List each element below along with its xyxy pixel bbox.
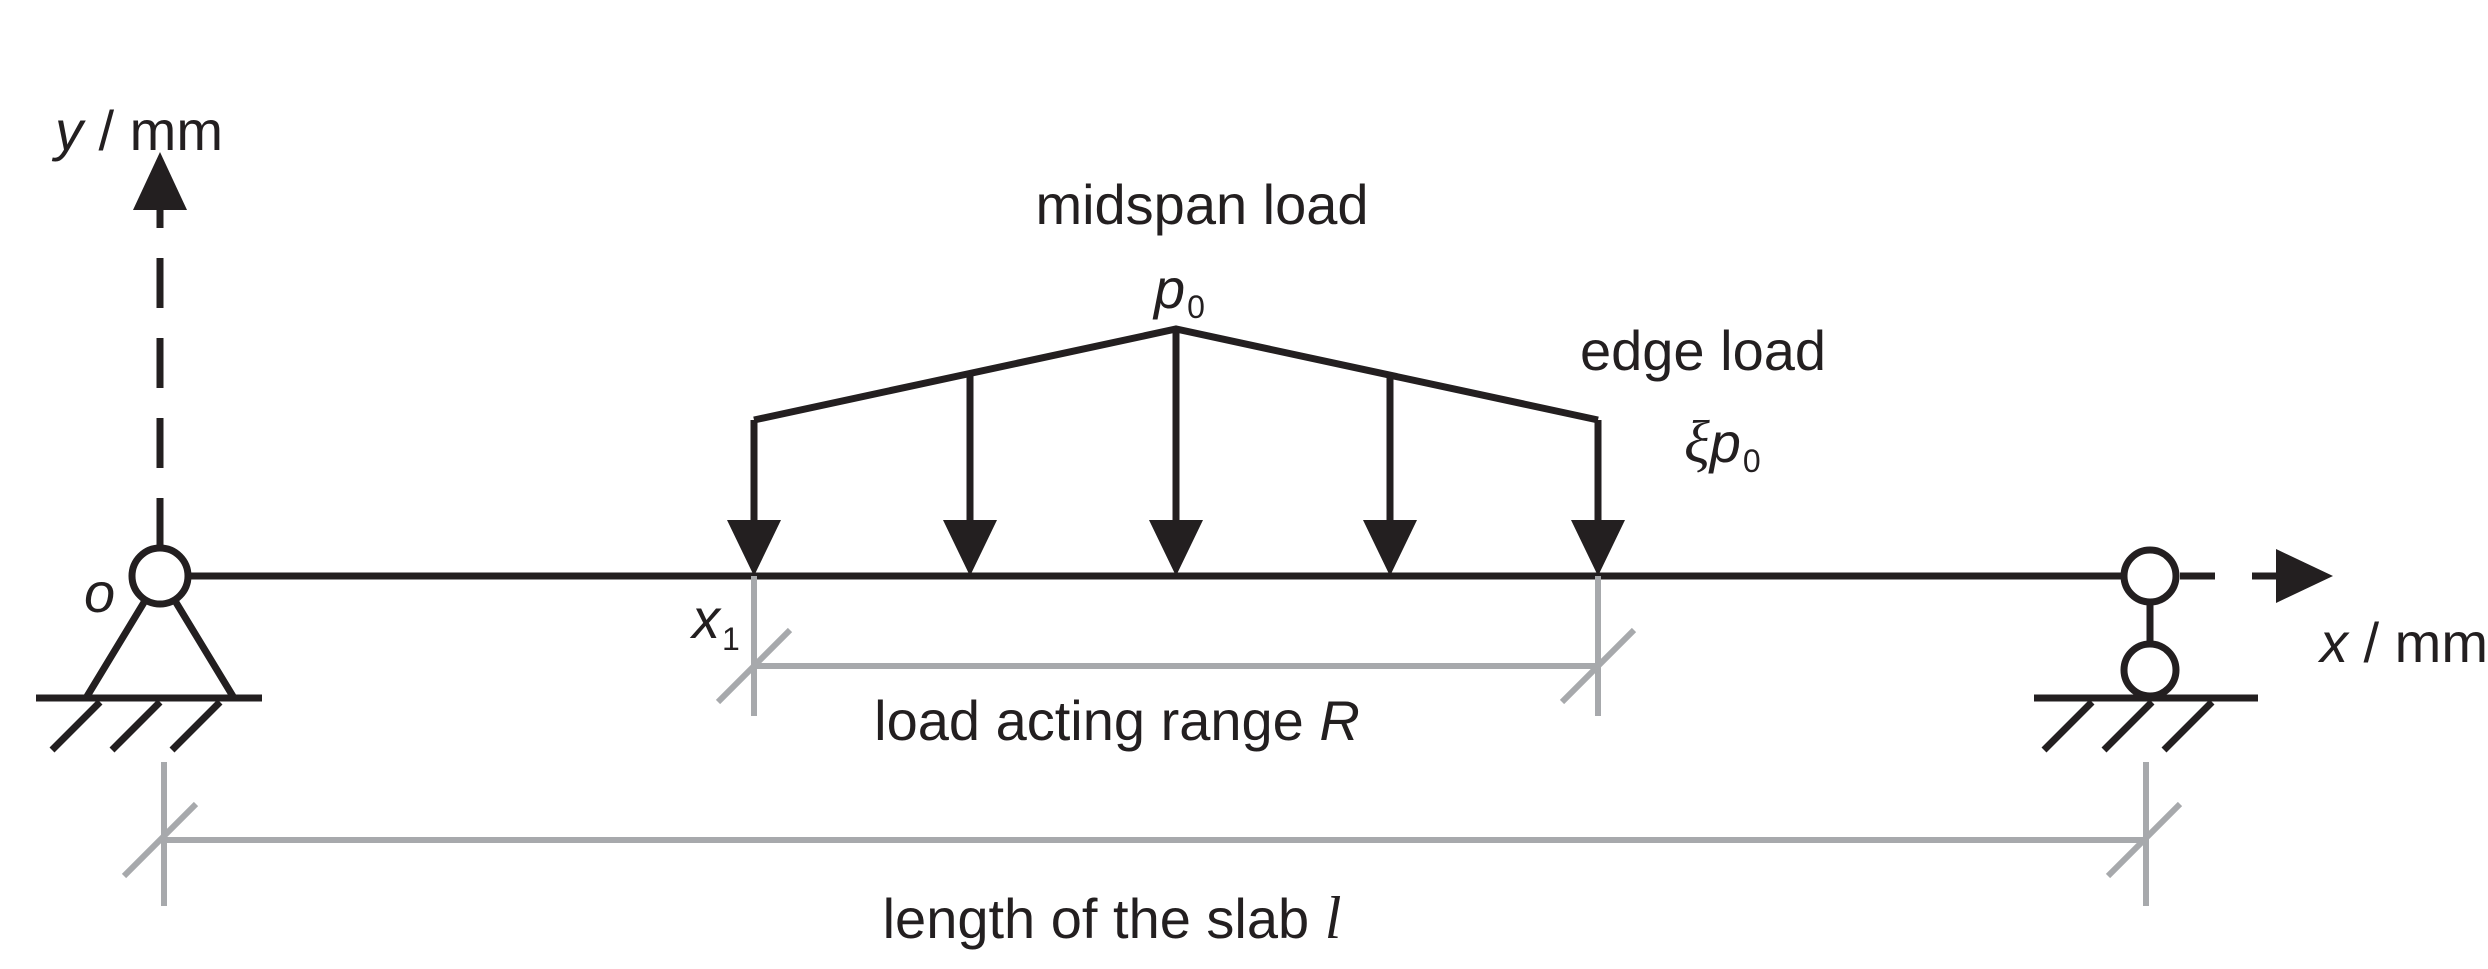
load-arrow-head-icon [1571, 520, 1625, 576]
ground-hatch [109, 699, 163, 753]
ground-hatch [2161, 699, 2215, 753]
ground-hatch [169, 699, 223, 753]
roller-wheel-icon [2120, 640, 2180, 700]
load-arrow-head-icon [727, 520, 781, 576]
range-start-subscript: 1 [722, 621, 740, 657]
y-axis [133, 152, 187, 548]
origin-label: o [84, 561, 115, 624]
slab-tick-left [121, 801, 199, 879]
range-start-x: x [689, 587, 722, 650]
x-axis [2180, 549, 2333, 603]
y-axis-arrowhead-icon [133, 152, 187, 210]
edge-load-p: p [1708, 411, 1741, 474]
pin-support-left [36, 544, 262, 753]
y-axis-unit: / mm [83, 99, 223, 162]
range-dimension [715, 576, 1637, 716]
x-axis-arrowhead-icon [2276, 549, 2333, 603]
slab-length-dimension [121, 762, 2183, 906]
roller-support-right [2034, 546, 2258, 753]
slab-length-label: length of the slab l [883, 885, 1342, 951]
range-label: load acting range R [874, 689, 1360, 752]
x-axis-unit: / mm [2348, 611, 2488, 674]
edge-load-subscript: 0 [1743, 443, 1761, 479]
y-axis-label: y / mm [51, 99, 223, 162]
load-arrow-head-icon [943, 520, 997, 576]
midspan-load-label: midspan load [1035, 173, 1368, 236]
edge-load-xi: ξ [1684, 409, 1710, 475]
slab-tick-right [2105, 801, 2183, 879]
load-arrow-head-icon [1149, 520, 1203, 576]
edge-load-label: edge load [1580, 319, 1826, 382]
x-axis-variable: x [2317, 611, 2350, 674]
midspan-load-subscript: 0 [1187, 289, 1205, 325]
range-tick-left [715, 627, 793, 705]
midspan-load-p: p [1152, 257, 1185, 320]
midspan-load-symbol: p0 [1152, 257, 1205, 325]
ground-hatch [49, 699, 103, 753]
x-axis-label: x / mm [2317, 611, 2488, 674]
load-arrow-head-icon [1363, 520, 1417, 576]
y-axis-variable: y [51, 99, 86, 162]
range-label-symbol: R [1319, 689, 1359, 752]
distributed-load [727, 325, 1625, 576]
range-start-label: x1 [689, 587, 740, 657]
slab-length-text: length of the slab [883, 887, 1325, 950]
edge-load-symbol: ξp0 [1684, 409, 1761, 479]
ground-hatch [2101, 699, 2155, 753]
pin-support-hinge-icon [128, 544, 192, 608]
ground-hatch [2041, 699, 2095, 753]
range-label-text: load acting range [874, 689, 1319, 752]
range-tick-right [1559, 627, 1637, 705]
slab-length-symbol: l [1325, 885, 1342, 951]
roller-hinge-icon [2120, 546, 2180, 606]
